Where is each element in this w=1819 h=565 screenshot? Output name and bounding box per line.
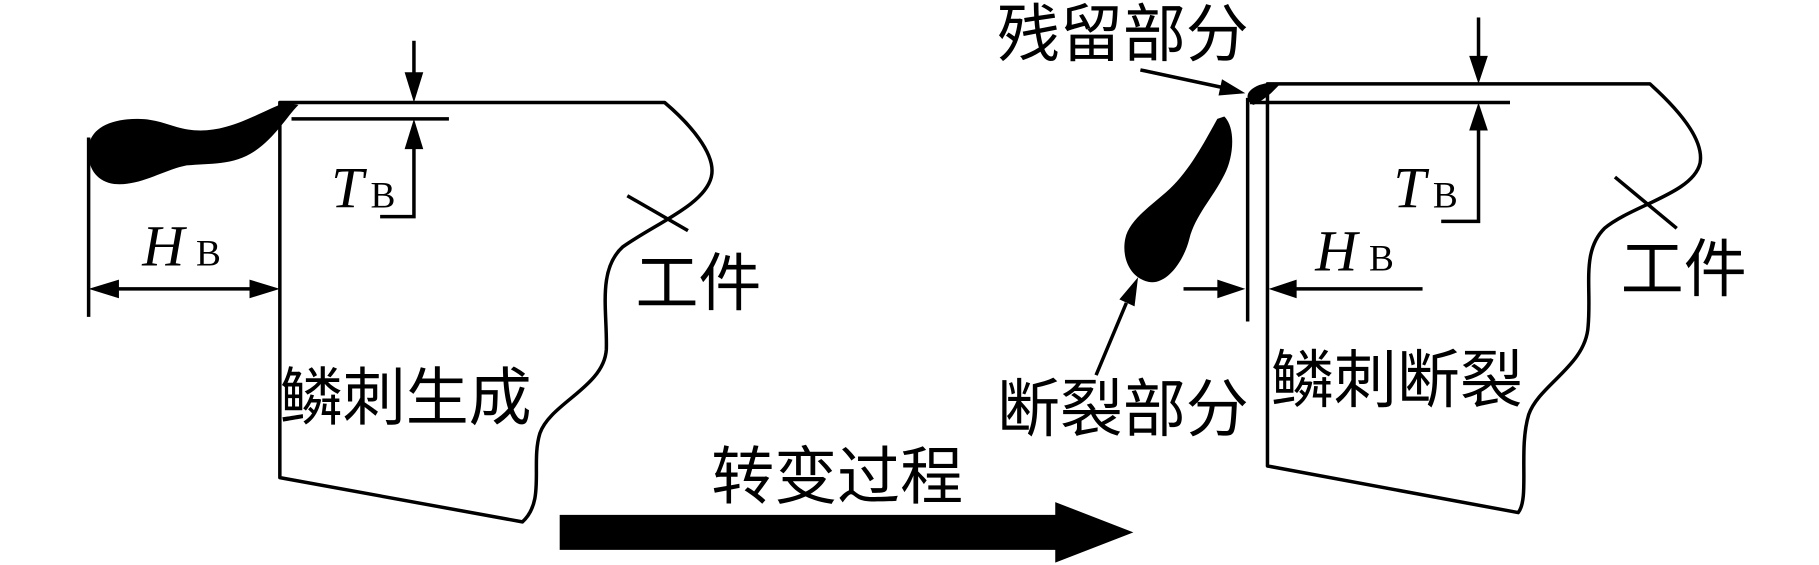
transition-label: 转变过程 [711,441,963,514]
fractured-leader-line [1094,302,1128,376]
left-state-label: 鳞刺生成 [280,361,532,434]
fractured-leader-arrowhead [1119,277,1139,307]
right-workpiece-leader-line [1613,175,1678,230]
right-thickness-bracket [1441,125,1481,224]
left-thickness-arrowhead-down [404,72,424,103]
left-workpiece-outline [278,100,714,524]
left-workpiece-label: 工件 [635,247,761,320]
right-workpiece-label: 工件 [1621,233,1747,306]
left-height-subscript: B [196,234,221,275]
left-thickness-symbol: T [331,155,367,220]
residual-leader-arrowhead [1218,79,1246,96]
left-thickness-bracket [380,144,416,219]
right-thickness-symbol: T [1393,155,1429,220]
residual-burr-blob [1247,83,1281,105]
right-height-arrowhead-right [1268,279,1297,299]
right-state-label: 鳞刺断裂 [1271,344,1523,417]
residual-part-label: 残留部分 [997,0,1249,71]
right-thickness-subscript: B [1433,175,1458,216]
right-height-symbol: H [1314,218,1360,283]
fractured-part-label: 断裂部分 [997,373,1249,446]
left-burr-blob [88,102,299,185]
transition-arrow [559,502,1134,563]
fractured-burr-blob [1124,116,1233,283]
right-thickness-arrowhead-up [1469,102,1488,131]
right-workpiece-outline [1265,82,1703,515]
right-thickness-arrowhead-down [1469,55,1488,84]
residual-leader-line [1140,68,1223,90]
left-height-arrowhead-left [88,279,119,299]
right-height-arrowhead-left [1217,279,1246,299]
left-thickness-arrowhead-up [404,118,424,150]
left-height-symbol: H [141,214,187,279]
left-height-arrowhead-right [249,279,280,299]
right-height-subscript: B [1369,238,1394,279]
left-thickness-subscript: B [371,175,396,216]
left-workpiece-leader-line [626,194,689,233]
transition: 转变过程 [559,441,1134,563]
